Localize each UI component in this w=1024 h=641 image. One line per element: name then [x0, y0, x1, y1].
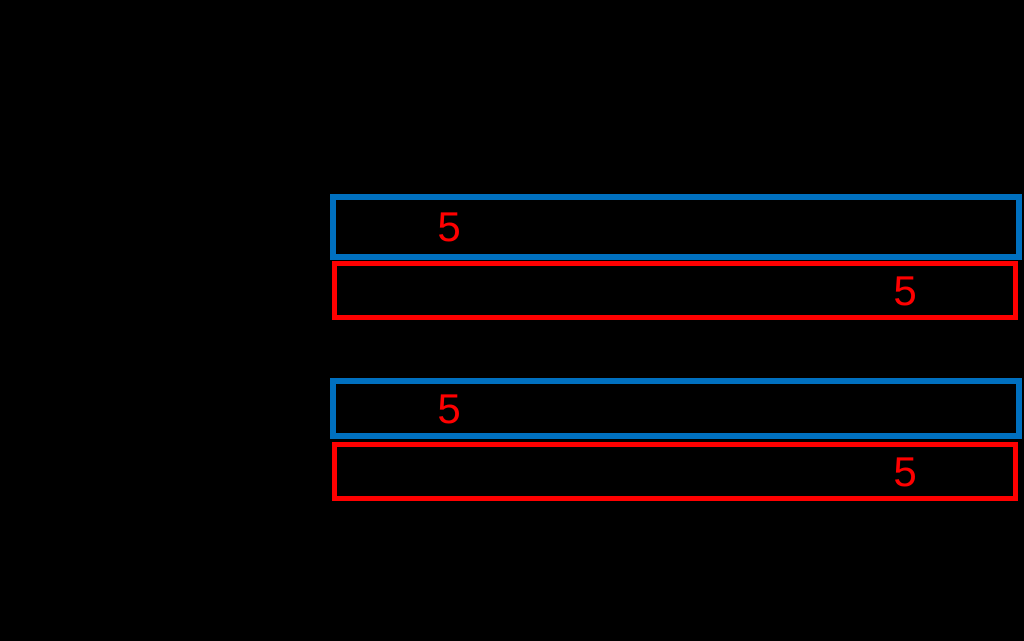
bar-group2-red-series: 5 [332, 442, 1018, 501]
bar-value-label: 5 [893, 447, 917, 495]
bar-value-label: 5 [893, 266, 917, 314]
bar-value-label: 5 [437, 203, 461, 250]
bar-group1-blue-series: 5 [330, 194, 1022, 260]
bar-group2-blue-series: 5 [330, 378, 1022, 439]
bar-value-label: 5 [437, 384, 461, 432]
bar-group1-red-series: 5 [332, 261, 1018, 320]
